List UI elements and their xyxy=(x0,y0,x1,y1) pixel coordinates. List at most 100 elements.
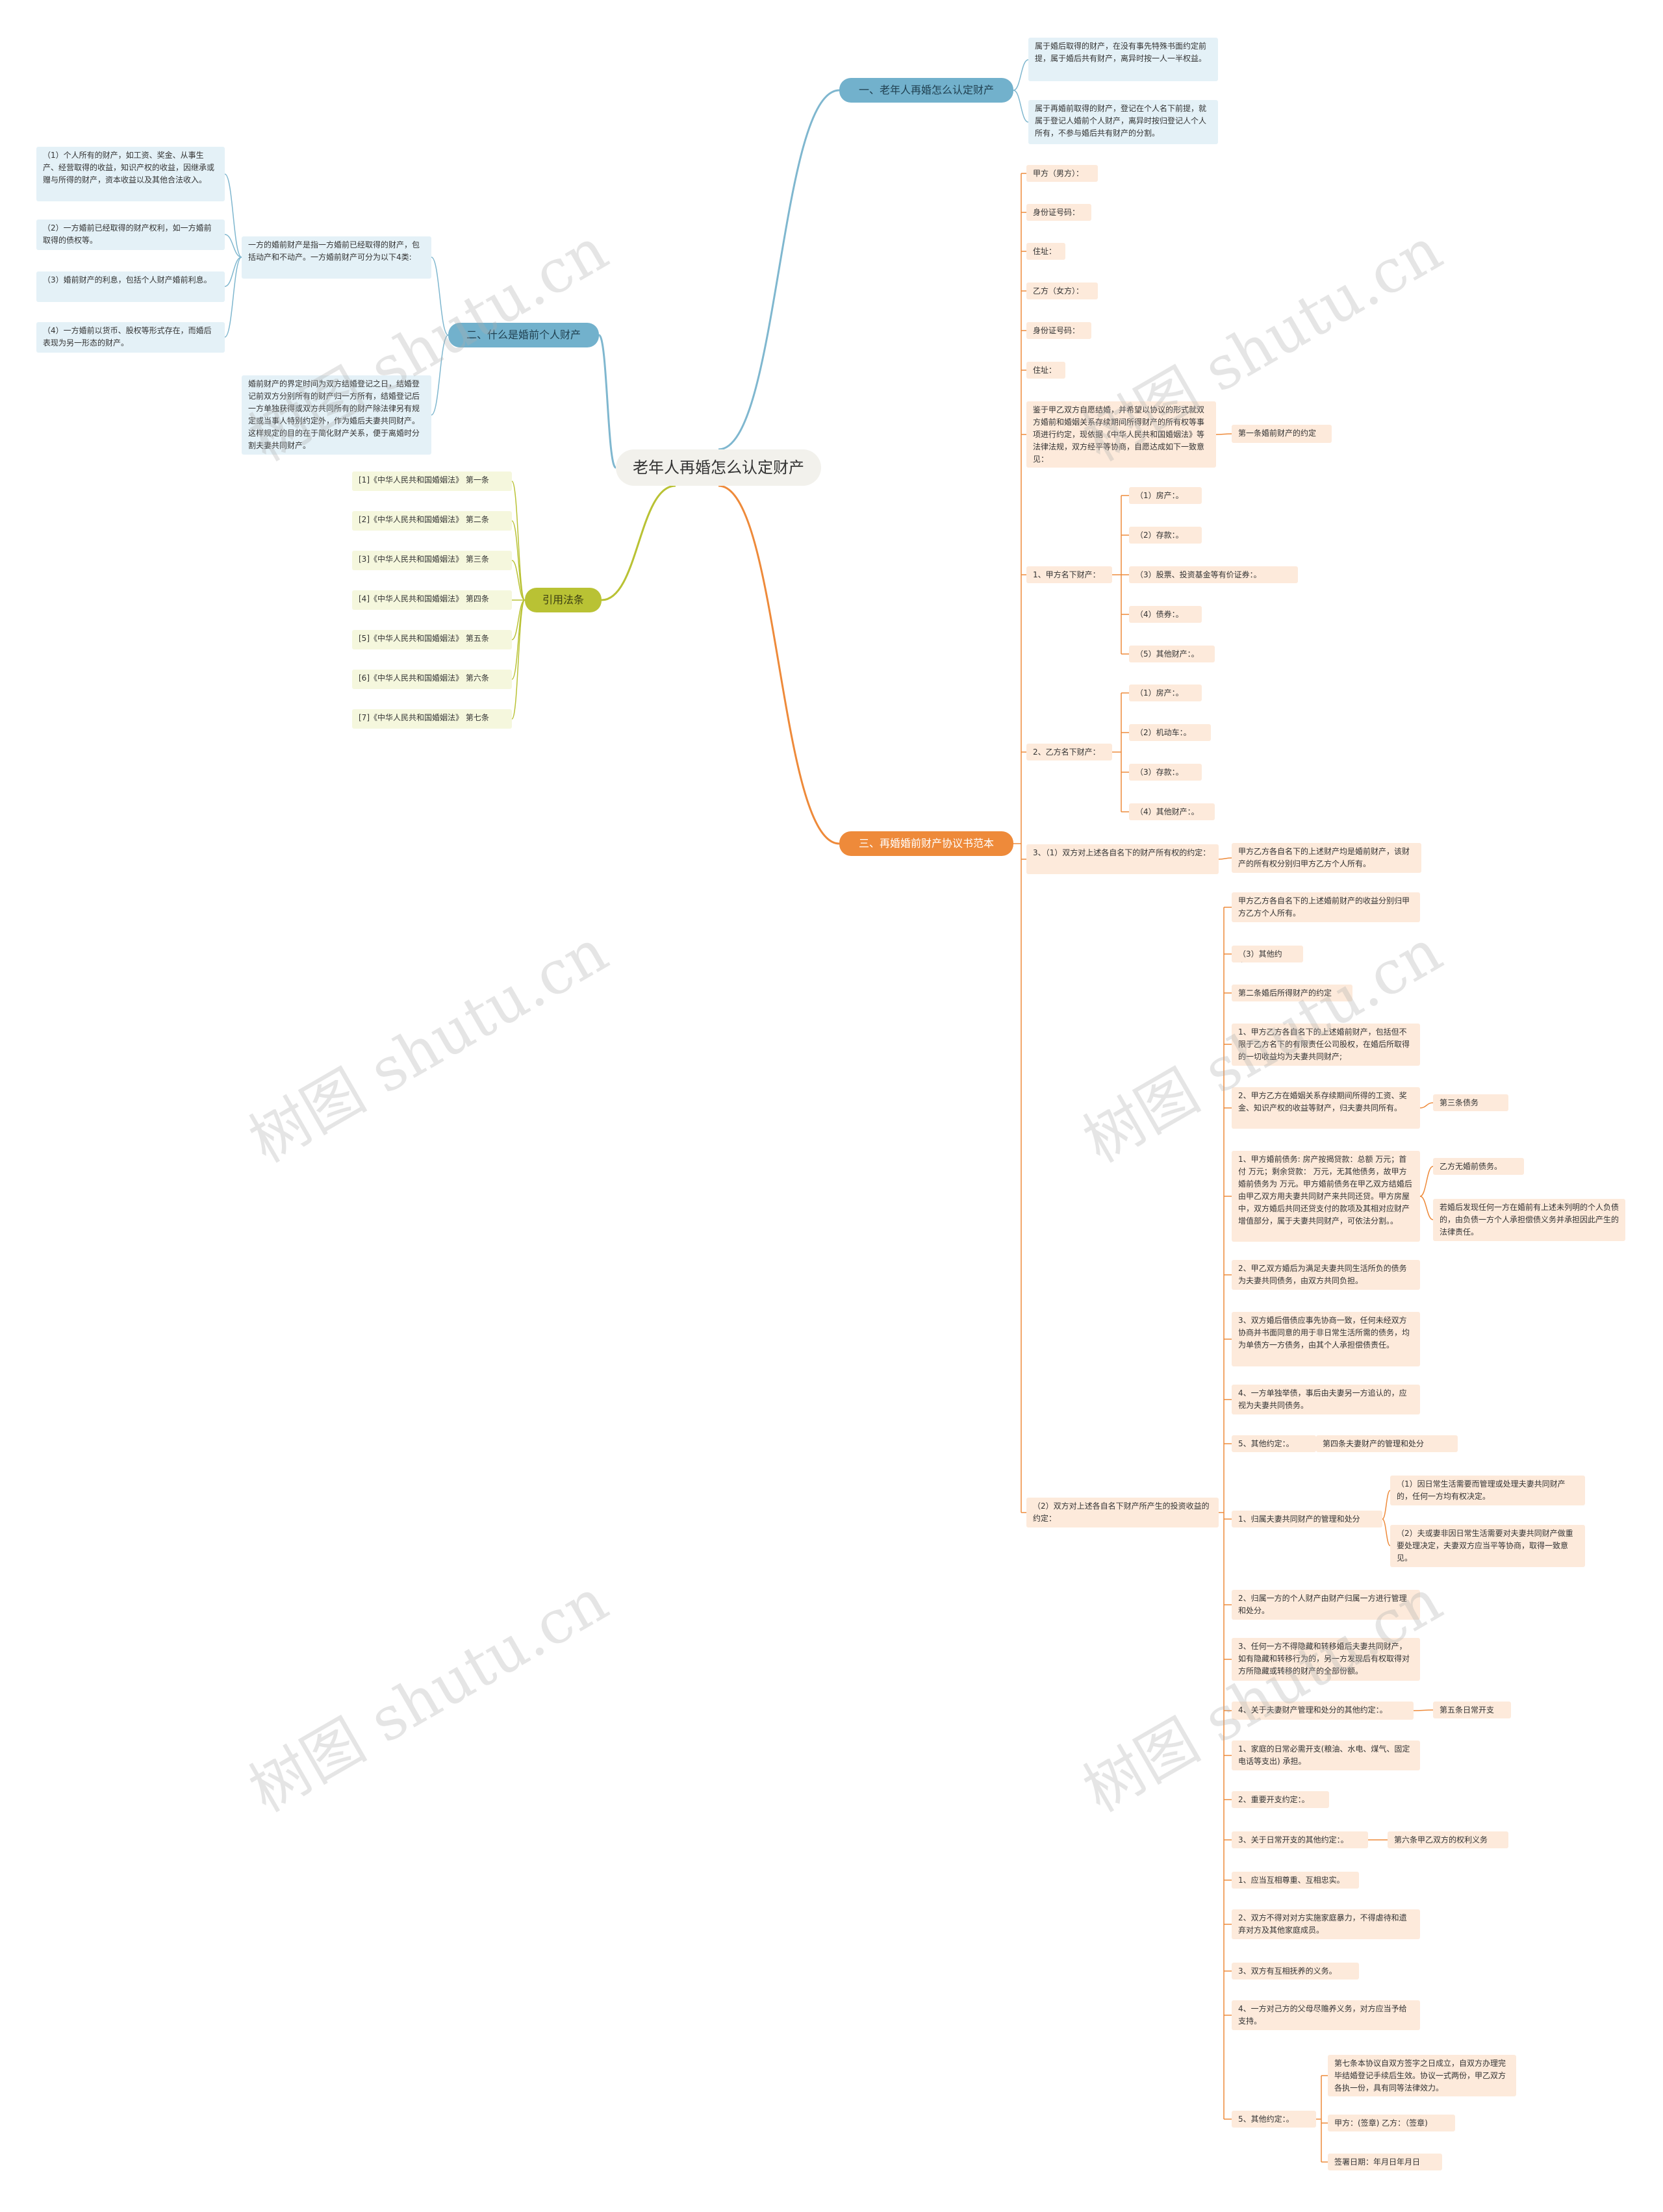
mgmt-other[interactable]: 4、关于夫妻财产管理和处分的其他约定：。 xyxy=(1232,1702,1414,1720)
a-asset-deposit[interactable]: （2）存款：。 xyxy=(1129,527,1202,544)
connector-line xyxy=(511,599,526,640)
income-sep[interactable]: 甲方乙方各自名下的上述婚前财产的收益分别归甲方乙方个人所有。 xyxy=(1232,892,1420,922)
expense-major[interactable]: 2、重要开支约定：。 xyxy=(1232,1791,1329,1808)
debt-other[interactable]: 5、其他约定：。 xyxy=(1232,1435,1316,1452)
b-asset-house[interactable]: （1）房产：。 xyxy=(1129,685,1202,701)
debt-item-3[interactable]: 3、双方婚后借债应事先协商一致，任何未经双方协商并书面同意的用于非日常生活所需的… xyxy=(1232,1312,1420,1366)
leaf-category-1[interactable]: （1）个人所有的财产，如工资、奖金、从事生产、经营取得的收益，知识产权的收益，因… xyxy=(36,147,225,201)
marital-item-1[interactable]: 1、甲方乙方各自名下的上述婚前财产，包括但不限于乙方名下的有限责任公司股权，在婚… xyxy=(1232,1024,1420,1066)
duty-other[interactable]: 5、其他约定：。 xyxy=(1232,2111,1316,2128)
b-asset-other[interactable]: （4）其他财产：。 xyxy=(1129,803,1215,820)
connector-line xyxy=(224,257,242,287)
article-1-premarital[interactable]: 第一条婚前财产的约定 xyxy=(1232,425,1332,443)
expense-daily[interactable]: 1、家庭的日常必需开支(粮油、水电、煤气、固定电话等支出) 承担。 xyxy=(1232,1741,1420,1770)
connector-line xyxy=(224,173,242,258)
a-asset-bonds[interactable]: （4）债券：。 xyxy=(1129,606,1202,623)
law-article-6[interactable]: [6]《中华人民共和国婚姻法》 第六条 xyxy=(352,670,512,689)
leaf-premarital-property[interactable]: 属于再婚前取得的财产，登记在个人名下前提，就属于登记人婚前个人财产，离异时按归登… xyxy=(1028,100,1218,144)
article-2-marital[interactable]: 第二条婚后所得财产的约定 xyxy=(1232,985,1352,1001)
law-article-2[interactable]: [2]《中华人民共和国婚姻法》 第二条 xyxy=(352,511,512,531)
connector-line xyxy=(601,484,676,601)
party-a-assets[interactable]: 1、甲方名下财产： xyxy=(1026,566,1112,583)
expense-other[interactable]: 3、关于日常开支的其他约定：。 xyxy=(1232,1831,1368,1848)
a-asset-house[interactable]: （1）房产：。 xyxy=(1129,487,1202,504)
connector-line xyxy=(1419,1196,1434,1220)
connector-line xyxy=(1419,1102,1434,1109)
connector-line xyxy=(1419,1166,1434,1197)
a-asset-other[interactable]: （5）其他财产：。 xyxy=(1129,646,1215,662)
connector-line xyxy=(1013,59,1029,91)
branch-agreement-template[interactable]: 三、再婚婚前财产协议书范本 xyxy=(839,831,1013,856)
connector-line xyxy=(1013,90,1029,123)
connector-line xyxy=(511,520,526,601)
duty-parents[interactable]: 4、一方对己方的父母尽赡养义务，对方应当予给支持。 xyxy=(1232,2000,1420,2030)
field-id-a[interactable]: 身份证号码： xyxy=(1026,204,1091,221)
ownership-detail[interactable]: 甲方乙方各自名下的上述财产均是婚前财产，该财产的所有权分别归甲方乙方个人所有。 xyxy=(1232,843,1421,873)
signature-line[interactable]: 甲方：(签章) 乙方：（签章) xyxy=(1328,2115,1455,2131)
leaf-premarital-note[interactable]: 婚前财产的界定时间为双方结婚登记之日，结婚登记前双方分别所有的财产归一方所有，结… xyxy=(242,375,431,455)
duty-no-violence[interactable]: 2、双方不得对对方实施家庭暴力，不得虐待和遗弃对方及其他家庭成员。 xyxy=(1232,1909,1420,1939)
income-other[interactable]: （3）其他约定：。 xyxy=(1232,946,1303,962)
mgmt-major-decision[interactable]: （2）夫或妻非因日常生活需要对夫妻共同财产做重要处理决定，夫妻双方应当平等协商，… xyxy=(1390,1525,1585,1567)
connector-line xyxy=(1413,1709,1434,1711)
debt-undisclosed[interactable]: 若婚后发现任何一方在婚前有上述未列明的个人负债的，由负债一方个人承担偿债义务并承… xyxy=(1433,1199,1625,1241)
debt-item-4[interactable]: 4、一方单独举债，事后由夫妻另一方追认的，应视为夫妻共同债务。 xyxy=(1232,1385,1420,1414)
leaf-premarital-definition[interactable]: 一方的婚前财产是指一方婚前已经取得的财产，包括动产和不动产。一方婚前财产可分为以… xyxy=(242,236,431,279)
connector-line xyxy=(1382,1518,1391,1546)
field-id-b[interactable]: 身份证号码： xyxy=(1026,322,1091,339)
connector-line xyxy=(511,560,526,601)
article-6-rights[interactable]: 第六条甲乙双方的权利义务 xyxy=(1388,1831,1508,1848)
branch-recognize-property[interactable]: 一、老年人再婚怎么认定财产 xyxy=(839,78,1013,103)
article-7-effect[interactable]: 第七条本协议自双方签字之日成立，自双方办理完毕结婚登记手续后生效。协议一式两份，… xyxy=(1328,2055,1516,2096)
marital-item-2[interactable]: 2、甲方乙方在婚姻关系存续期间所得的工资、奖金、知识产权的收益等财产，归夫妻共同… xyxy=(1232,1087,1420,1129)
branch-cited-laws[interactable]: 引用法条 xyxy=(525,588,602,612)
party-b-assets[interactable]: 2、乙方名下财产： xyxy=(1026,744,1112,760)
signing-date[interactable]: 签署日期：年月日年月日 xyxy=(1328,2154,1442,2170)
leaf-category-3[interactable]: （3）婚前财产的利息，包括个人财产婚前利息。 xyxy=(36,271,225,302)
income-agreement[interactable]: （2）双方对上述各自名下财产所产生的投资收益的约定： xyxy=(1026,1498,1219,1527)
law-article-5[interactable]: [5]《中华人民共和国婚姻法》 第五条 xyxy=(352,630,512,649)
mgmt-personal-property[interactable]: 2、归属一方的个人财产由财产归属一方进行管理和处分。 xyxy=(1232,1590,1420,1620)
branch-premarital-property[interactable]: 二、什么是婚前个人财产 xyxy=(448,323,599,347)
mgmt-common-property[interactable]: 1、归属夫妻共同财产的管理和处分 xyxy=(1232,1511,1382,1527)
mgmt-no-concealment[interactable]: 3、任何一方不得隐藏和转移婚后夫妻共同财产，如有隐藏和转移行为的，另一方发现后有… xyxy=(1232,1638,1420,1681)
connector-line xyxy=(1382,1490,1391,1520)
field-party-b[interactable]: 乙方（女方）： xyxy=(1026,283,1098,299)
connector-line xyxy=(1218,857,1232,860)
debt-none-b[interactable]: 乙方无婚前债务。 xyxy=(1433,1158,1524,1175)
article-4-management[interactable]: 第四条夫妻财产的管理和处分 xyxy=(1316,1435,1458,1452)
duty-respect[interactable]: 1、应当互相尊重、互相忠实。 xyxy=(1232,1872,1359,1889)
law-article-7[interactable]: [7]《中华人民共和国婚姻法》 第七条 xyxy=(352,709,512,729)
field-address-b[interactable]: 住址： xyxy=(1026,362,1065,379)
root-topic[interactable]: 老年人再婚怎么认定财产 xyxy=(616,449,821,486)
connector-line xyxy=(224,234,242,258)
connector-line xyxy=(718,484,840,845)
watermark: 树图 shutu.cn xyxy=(238,1565,619,1826)
connector-line xyxy=(511,599,526,680)
law-article-4[interactable]: [4]《中华人民共和国婚姻法》 第四条 xyxy=(352,590,512,610)
connector-line xyxy=(224,257,242,338)
field-party-a[interactable]: 甲方（男方）： xyxy=(1026,165,1098,182)
article-5-expenses[interactable]: 第五条日常开支 xyxy=(1433,1702,1511,1718)
a-asset-securities[interactable]: （3）股票、投资基金等有价证券：。 xyxy=(1129,566,1298,583)
debt-item-2[interactable]: 2、甲乙双方婚后为满足夫妻共同生活所负的债务为夫妻共同债务，由双方共同负担。 xyxy=(1232,1260,1420,1290)
connector-line xyxy=(511,481,526,601)
leaf-marital-property[interactable]: 属于婚后取得的财产，在没有事先特殊书面约定前提，属于婚后共有财产，离异时按一人一… xyxy=(1028,38,1218,81)
b-asset-deposit[interactable]: （3）存款：。 xyxy=(1129,764,1202,781)
debt-item-1[interactable]: 1、甲方婚前债务: 房产按揭贷款：总额 万元；首付 万元；剩余贷款： 万元，无其… xyxy=(1232,1151,1420,1242)
agreement-preamble[interactable]: 鉴于甲乙双方自愿结婚，并希望以协议的形式就双方婚前和婚姻关系存续期间所得财产的所… xyxy=(1026,401,1216,468)
connector-line xyxy=(511,599,526,720)
field-address-a[interactable]: 住址： xyxy=(1026,243,1065,260)
connector-line xyxy=(598,334,617,469)
law-article-3[interactable]: [3]《中华人民共和国婚姻法》 第三条 xyxy=(352,551,512,570)
connector-line xyxy=(718,89,840,451)
duty-support[interactable]: 3、双方有互相抚养的义务。 xyxy=(1232,1963,1359,1979)
leaf-category-4[interactable]: （4）一方婚前以货币、股权等形式存在，而婚后表现为另一形态的财产。 xyxy=(36,322,225,353)
article-3-debts[interactable]: 第三条债务 xyxy=(1433,1094,1508,1111)
law-article-1[interactable]: [1]《中华人民共和国婚姻法》 第一条 xyxy=(352,471,512,491)
mgmt-daily-decision[interactable]: （1）因日常生活需要而管理或处理夫妻共同财产的，任何一方均有权决定。 xyxy=(1390,1476,1585,1505)
ownership-agreement[interactable]: 3、（1）双方对上述各自名下的财产所有权的约定： xyxy=(1026,844,1219,874)
watermark: 树图 shutu.cn xyxy=(238,916,619,1176)
leaf-category-2[interactable]: （2）一方婚前已经取得的财产权利，如一方婚前取得的债权等。 xyxy=(36,220,225,250)
b-asset-vehicle[interactable]: （2）机动车：。 xyxy=(1129,724,1211,741)
